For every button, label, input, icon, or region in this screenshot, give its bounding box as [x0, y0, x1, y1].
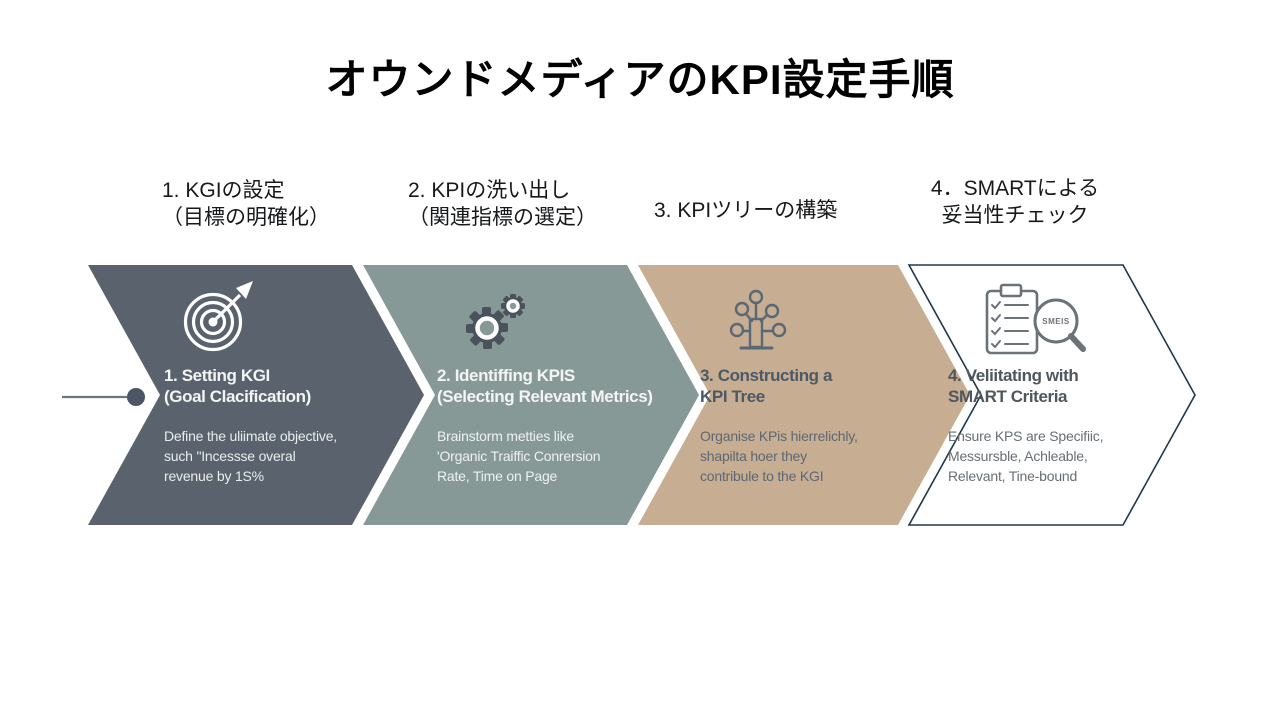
step-4-jp-label: 4．SMARTによる 妥当性チェック [930, 177, 1100, 228]
step-2-body: Brainstorm metties like 'Organic Traiffi… [437, 428, 601, 484]
magnifier-glass [1033, 298, 1079, 344]
step-4-body: Ensure KPS are Specifiic, Messursble, Ac… [948, 428, 1104, 484]
chevron-step-1 [88, 265, 424, 525]
page-title: オウンドメディアのKPI設定手順 [325, 56, 955, 103]
magnifier-handle [1068, 333, 1086, 352]
gears-icon [466, 294, 525, 349]
checklist-rows [991, 301, 1029, 349]
gear-large [466, 307, 508, 349]
step-4-heading: 4. Veliitating with SMART Criteria [948, 366, 1079, 406]
kpi-tree-icon [729, 289, 787, 350]
gear-small [501, 294, 525, 318]
smart-checklist-icon: SMEIS [985, 283, 1086, 355]
step-2-jp-label: 2. KPIの洗い出し （関連指標の選定） [408, 179, 597, 230]
step-1-jp-label: 1. KGIの設定 （目標の明確化） [162, 179, 330, 230]
step-3-body: Organise KPis hierrelichly, shapilta hoe… [700, 428, 858, 484]
step-3-jp-label: 3. KPIツリーの構築 [654, 199, 838, 222]
chevron-step-2 [363, 265, 699, 525]
step-1-heading: 1. Setting KGI (Goal Clacification) [164, 366, 311, 406]
step-1-body: Define the uliimate objective, such "Inc… [164, 428, 337, 484]
step-2-heading: 2. Identiffing KPIS (Selecting Relevant … [437, 366, 653, 406]
magnifier-label: SMEIS [1042, 317, 1070, 326]
chevron-step-3 [638, 265, 970, 525]
step-3-heading: 3. Constructing a KPI Tree [700, 366, 833, 406]
chevron-step-4 [907, 264, 1196, 526]
start-dot [127, 388, 145, 406]
target-arrow-icon [183, 281, 253, 352]
